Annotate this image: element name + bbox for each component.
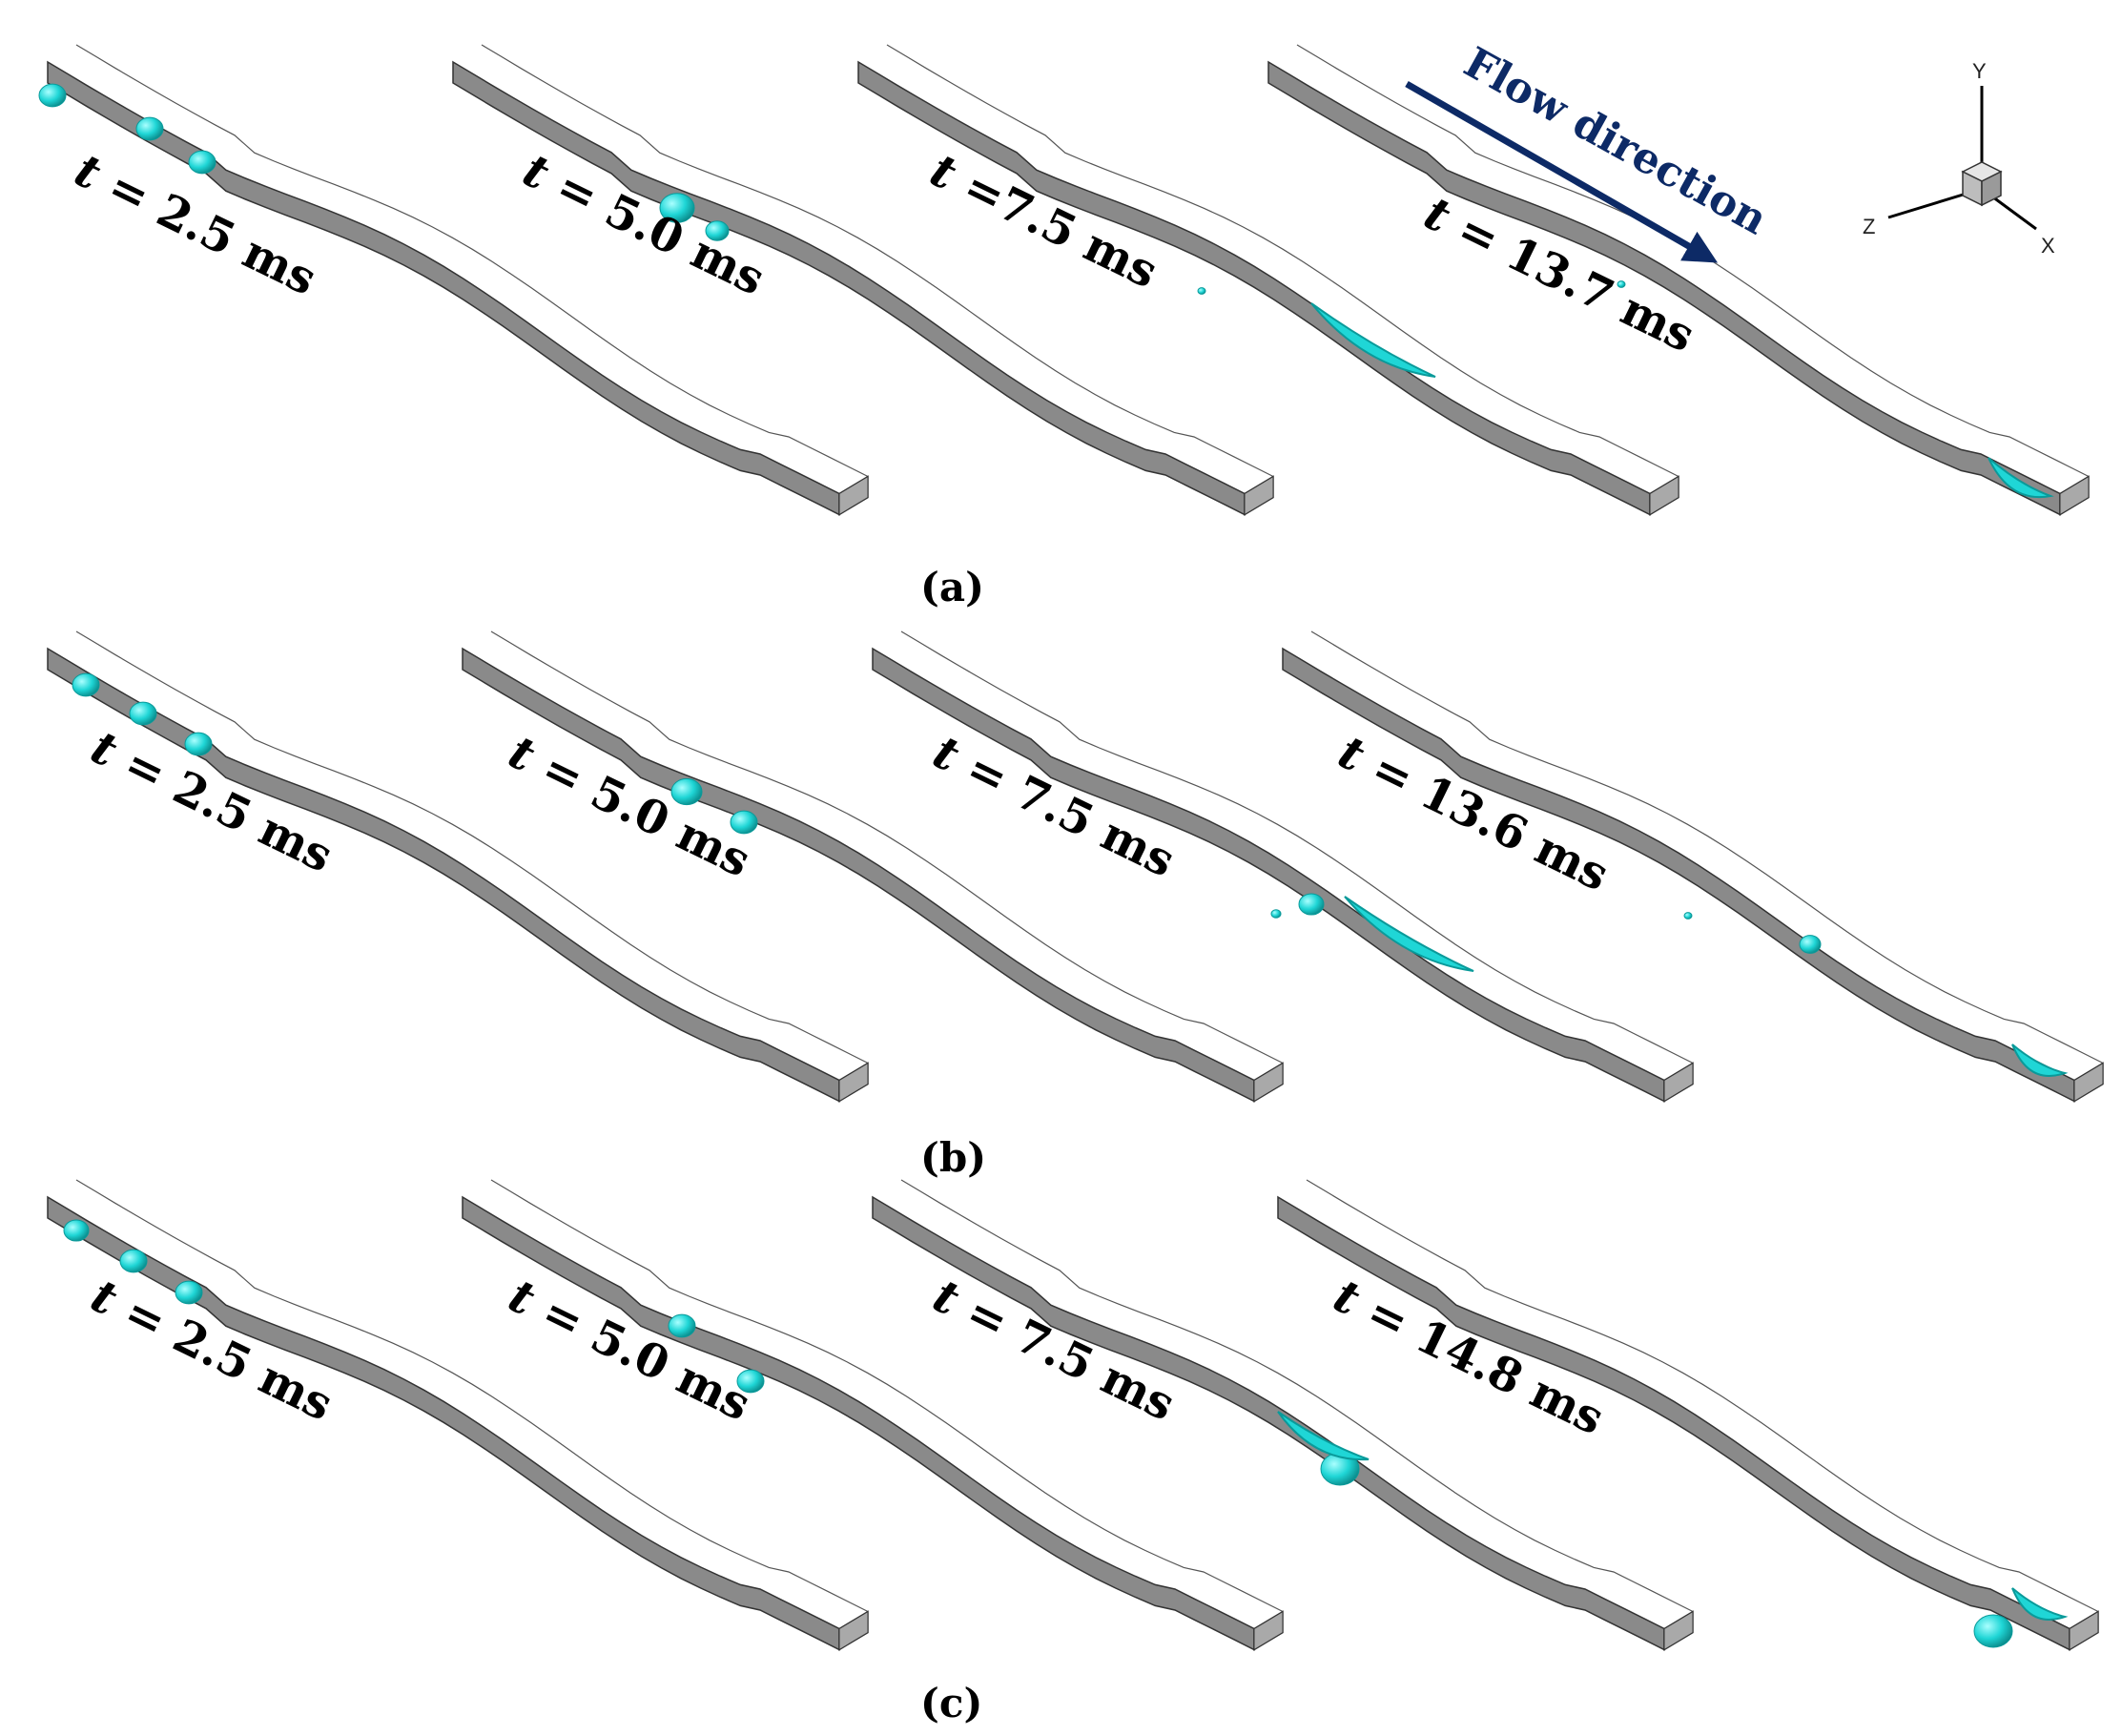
channel-6 (462, 630, 1284, 1103)
channel-2 (452, 44, 1274, 516)
droplet-5 (705, 220, 730, 241)
slug-5 (1277, 1411, 1370, 1461)
droplet-11 (670, 777, 703, 806)
channel-10 (462, 1179, 1284, 1651)
channel-9 (47, 1179, 869, 1651)
slug-6 (2011, 1587, 2069, 1622)
droplet-14 (1270, 909, 1282, 919)
axis-y-label: Y (1972, 59, 1987, 83)
droplet-15 (1799, 935, 1822, 954)
panel-label-c: (c) (920, 1680, 982, 1726)
channel-12 (1277, 1179, 2099, 1651)
slug-1 (1310, 302, 1436, 378)
channels-layer (38, 44, 2104, 1651)
slug-3 (1344, 896, 1474, 972)
droplet-7 (1617, 280, 1626, 288)
droplet-10 (184, 732, 213, 756)
channel-11 (872, 1179, 1694, 1651)
droplet-20 (668, 1313, 696, 1338)
axes-triad-icon: Y Z X (1863, 59, 2055, 258)
channel-7 (872, 630, 1694, 1103)
droplet-13 (1298, 893, 1325, 916)
droplet-23 (1973, 1614, 2013, 1648)
slug-4 (2011, 1044, 2069, 1078)
channel-3 (857, 44, 1679, 516)
channel-1 (47, 44, 869, 516)
panel-label-a: (a) (920, 564, 984, 610)
channel-5 (47, 630, 869, 1103)
channel-8 (1282, 630, 2104, 1103)
panel-label-b: (b) (920, 1134, 986, 1181)
axis-x-label: X (2041, 234, 2055, 258)
droplet-1 (38, 83, 67, 108)
droplet-18 (119, 1249, 148, 1273)
droplet-4 (659, 193, 695, 223)
droplet-16 (1683, 912, 1693, 920)
axis-z-label: Z (1863, 215, 1875, 238)
channel-4 (1267, 44, 2090, 516)
droplet-2 (135, 116, 164, 141)
droplet-3 (188, 150, 216, 175)
droplet-6 (1197, 287, 1206, 295)
flow-arrow-icon (1405, 80, 1719, 263)
droplet-12 (730, 810, 758, 835)
droplet-9 (129, 701, 157, 726)
slug-2 (1988, 457, 2054, 499)
droplet-17 (63, 1219, 90, 1242)
droplet-19 (175, 1280, 203, 1305)
droplet-21 (736, 1369, 765, 1394)
droplet-8 (72, 672, 100, 697)
